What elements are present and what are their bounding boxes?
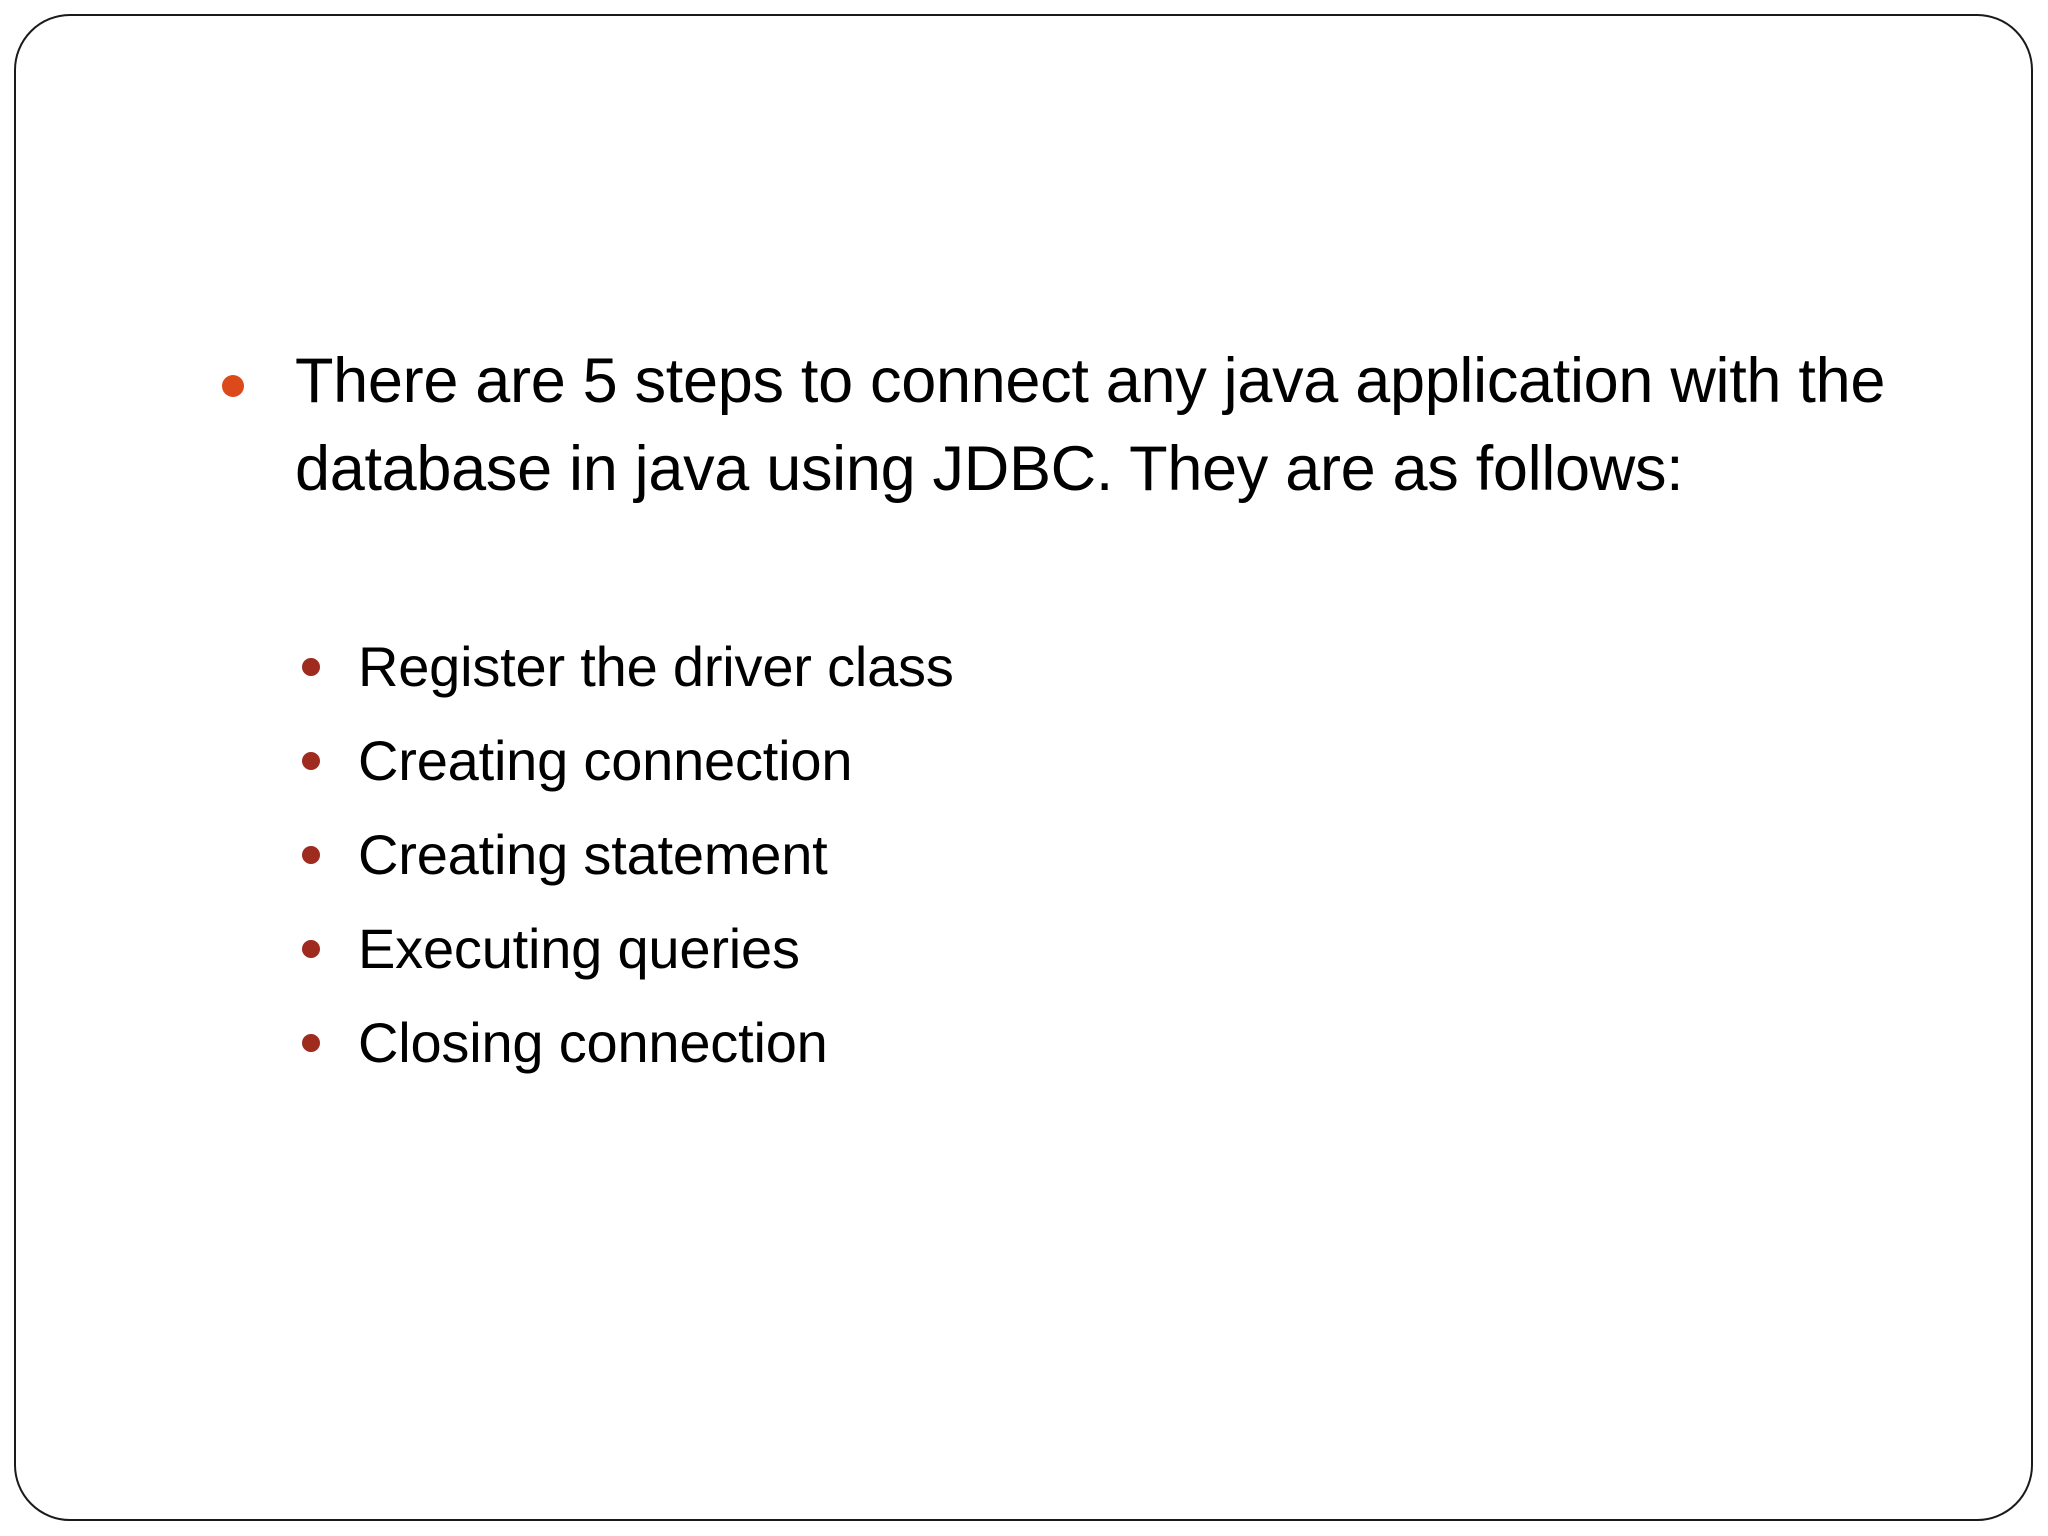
bullet-dot-icon bbox=[222, 375, 244, 397]
level2-bullet-text: Register the driver class bbox=[358, 635, 954, 698]
list-item: Creating statement bbox=[302, 808, 1802, 902]
bullet-dot-icon bbox=[302, 846, 320, 864]
bullet-dot-icon bbox=[302, 752, 320, 770]
bullet-dot-icon bbox=[302, 940, 320, 958]
list-item: Register the driver class bbox=[302, 620, 1802, 714]
level2-bullet-text: Creating connection bbox=[358, 729, 853, 792]
level2-bullet-text: Executing queries bbox=[358, 917, 800, 980]
bullet-dot-icon bbox=[302, 1034, 320, 1052]
level2-bullet-text: Closing connection bbox=[358, 1011, 828, 1074]
list-item: Creating connection bbox=[302, 714, 1802, 808]
list-item: Executing queries bbox=[302, 902, 1802, 996]
list-item: Closing connection bbox=[302, 996, 1802, 1090]
level2-bullet-text: Creating statement bbox=[358, 823, 828, 886]
level2-bullet-list: Register the driver class Creating conne… bbox=[302, 620, 1802, 1090]
bullet-dot-icon bbox=[302, 658, 320, 676]
level1-bullet-item: There are 5 steps to connect any java ap… bbox=[222, 337, 1922, 513]
level1-bullet-text: There are 5 steps to connect any java ap… bbox=[295, 346, 1886, 505]
